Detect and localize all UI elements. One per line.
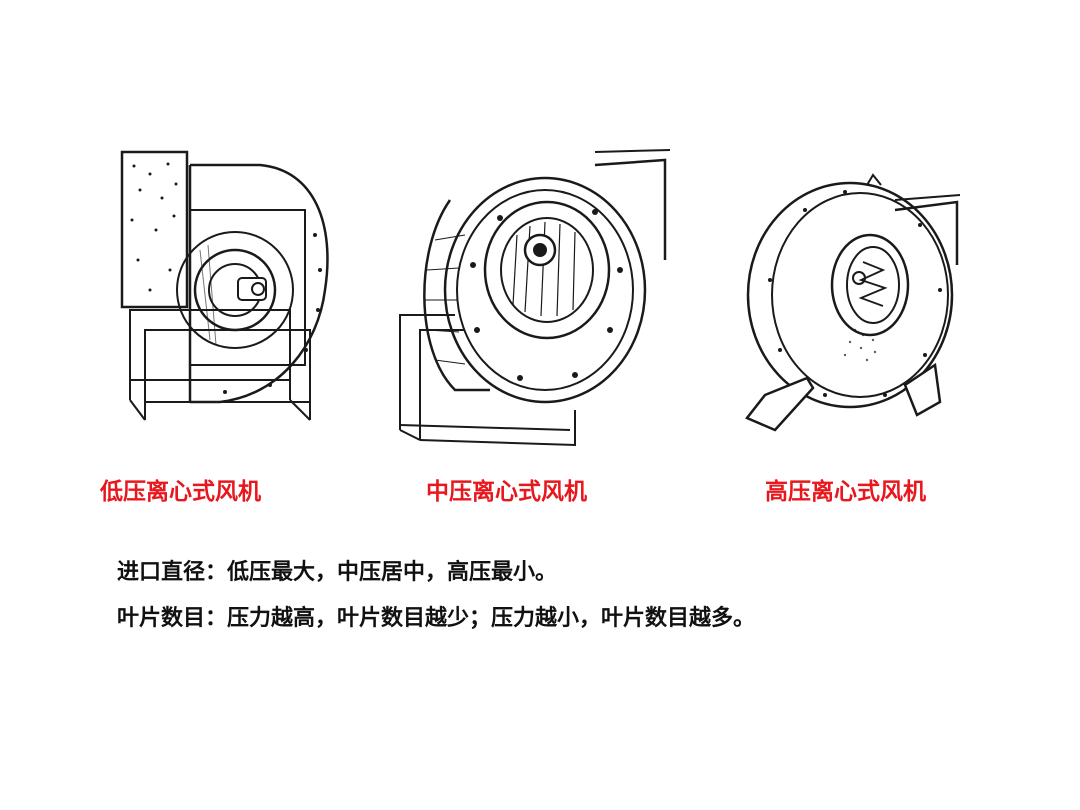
- high-pressure-centrifugal-fan-icon: [745, 173, 961, 432]
- low-pressure-centrifugal-fan-icon: [120, 150, 329, 421]
- medium-pressure-fan-illustration: [395, 140, 680, 450]
- medium-pressure-centrifugal-fan-icon: [399, 149, 671, 447]
- low-pressure-fan-illustration: [110, 140, 350, 440]
- caption-medium-pressure-fan: 中压离心式风机: [426, 479, 587, 505]
- note-blade-count: 叶片数目：压力越高，叶片数目越少；压力越小，叶片数目越多。: [117, 606, 756, 631]
- note-inlet-diameter: 进口直径：低压最大，中压居中，高压最小。: [117, 560, 558, 585]
- caption-high-pressure-fan: 高压离心式风机: [765, 479, 926, 505]
- caption-low-pressure-fan: 低压离心式风机: [100, 479, 261, 505]
- high-pressure-fan-illustration: [735, 170, 975, 440]
